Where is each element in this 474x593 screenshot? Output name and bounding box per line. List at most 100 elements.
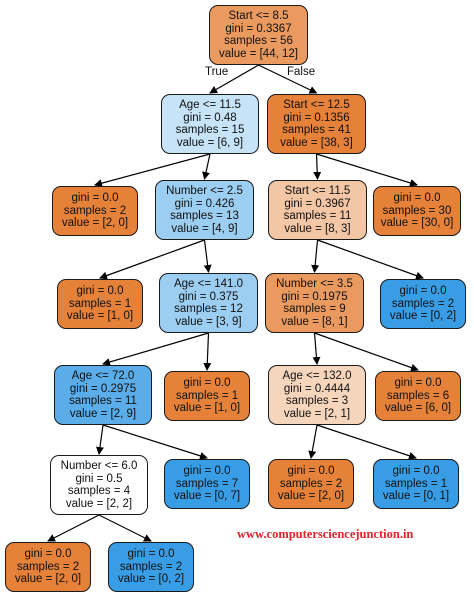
tree-node-line: samples = 1 <box>175 389 239 402</box>
tree-node-line: gini = 0.2975 <box>69 382 137 395</box>
tree-edge-n1-n3 <box>94 153 211 188</box>
tree-node-line: value = [2, 1] <box>283 407 351 420</box>
tree-node-line: gini = 0.3367 <box>225 22 292 35</box>
tree-node-line: gini = 0.5 <box>75 472 123 485</box>
tree-node-line: gini = 0.0 <box>399 285 447 298</box>
tree-node-line: samples = 12 <box>174 303 243 315</box>
tree-node-line: gini = 0.48 <box>183 111 237 124</box>
tree-node-line: Number <= 6.0 <box>60 460 138 472</box>
tree-edge-n15-n19 <box>47 514 100 542</box>
tree-edge-n1-n4 <box>202 153 211 180</box>
tree-edge-n2-n5 <box>313 153 322 180</box>
tree-node-line: Age <= 141.0 <box>173 278 244 290</box>
watermark-text: www.computersciencejunction.in <box>237 527 414 541</box>
tree-node-line: gini = 0.1356 <box>283 111 350 124</box>
tree-node-line: gini = 0.3967 <box>284 197 351 210</box>
tree-node-line: gini = 0.0 <box>183 377 231 390</box>
tree-edge-n13-n18 <box>316 424 417 460</box>
tree-edge-n9-n14 <box>314 332 419 372</box>
tree-node-line: samples = 11 <box>69 395 137 407</box>
tree-node-line: Number <= 3.5 <box>276 278 353 290</box>
tree-node-line: samples = 2 <box>16 560 80 573</box>
tree-node-line: gini = 0.0 <box>394 377 442 390</box>
tree-node-line: samples = 1 <box>68 297 132 310</box>
tree-node-line: value = [0, 2] <box>117 573 185 586</box>
tree-node-line: value = [0, 1] <box>382 490 450 503</box>
tree-node-line: Age <= 132.0 <box>282 370 352 382</box>
tree-node-line: samples = 9 <box>283 303 346 315</box>
tree-edge-n2-n6 <box>316 153 418 187</box>
tree-node-line: value = [3, 9] <box>175 315 242 328</box>
tree-node-line: gini = 0.4444 <box>283 382 351 395</box>
true-edge-label: True <box>205 66 229 78</box>
tree-node-line: value = [1, 0] <box>66 310 134 323</box>
tree-node-line: samples = 11 <box>283 210 352 222</box>
tree-node-line: gini = 0.426 <box>174 197 235 210</box>
tree-node-line: gini = 0.1975 <box>281 290 348 303</box>
tree-edge-n5-n9 <box>311 239 320 273</box>
tree-node-line: value = [30, 0] <box>380 217 454 230</box>
tree-node-line: samples = 41 <box>282 124 351 136</box>
tree-node-line: samples = 1 <box>384 477 448 490</box>
tree-node-line: value = [2, 0] <box>61 217 129 230</box>
tree-edge-n4-n8 <box>203 239 212 273</box>
tree-edge-n4-n7 <box>99 239 205 280</box>
tree-node-line: Start <= 11.5 <box>284 185 351 197</box>
tree-node-line: value = [2, 2] <box>65 497 133 510</box>
tree-node-line: value = [2, 0] <box>14 573 82 586</box>
tree-node-line: gini = 0.0 <box>392 465 440 478</box>
tree-node-line: value = [2, 9] <box>69 407 137 420</box>
tree-node-line: Age <= 72.0 <box>71 370 135 382</box>
tree-node-line: Start <= 12.5 <box>283 99 350 111</box>
tree-node-line: samples = 4 <box>67 485 131 497</box>
tree-edge-n11-n16 <box>102 424 208 460</box>
tree-edge-root-n2 <box>258 64 318 94</box>
tree-edge-n15-n20 <box>98 514 152 542</box>
tree-node-line: value = [8, 3] <box>284 222 351 235</box>
tree-node-line: value = [44, 12] <box>219 47 298 60</box>
tree-node-line: samples = 2 <box>63 204 127 217</box>
tree-node-line: gini = 0.0 <box>183 465 231 478</box>
tree-node-line: gini = 0.0 <box>71 192 119 205</box>
tree-node-line: value = [0, 7] <box>173 490 241 503</box>
tree-node-line: Age <= 11.5 <box>179 99 241 111</box>
tree-node-line: value = [0, 2] <box>389 310 457 323</box>
tree-node-line: value = [6, 9] <box>176 136 244 149</box>
tree-node-line: gini = 0.0 <box>127 548 175 561</box>
tree-node-line: value = [1, 0] <box>173 402 241 415</box>
tree-node-line: samples = 30 <box>382 204 452 217</box>
tree-node-line: value = [2, 0] <box>277 490 345 503</box>
tree-node-line: Start <= 8.5 <box>228 10 289 22</box>
tree-node-line: samples = 2 <box>119 560 183 573</box>
tree-node-line: samples = 13 <box>170 210 239 222</box>
tree-node-line: samples = 15 <box>175 124 245 136</box>
tree-node-line: gini = 0.0 <box>76 285 124 298</box>
tree-node-line: samples = 6 <box>386 389 450 402</box>
tree-edge-n11-n15 <box>95 424 104 455</box>
tree-node-line: samples = 3 <box>285 395 349 407</box>
tree-edge-n9-n13 <box>312 332 321 365</box>
tree-node-line: samples = 2 <box>391 297 455 310</box>
false-edge-label: False <box>287 66 316 78</box>
tree-node-line: value = [6, 0] <box>384 402 452 415</box>
tree-node-line: gini = 0.375 <box>178 290 239 303</box>
tree-node-line: Number <= 2.5 <box>166 185 243 197</box>
tree-node-line: samples = 7 <box>175 477 239 490</box>
tree-edge-n8-n11 <box>102 332 209 366</box>
tree-edge-n13-n17 <box>308 424 318 459</box>
